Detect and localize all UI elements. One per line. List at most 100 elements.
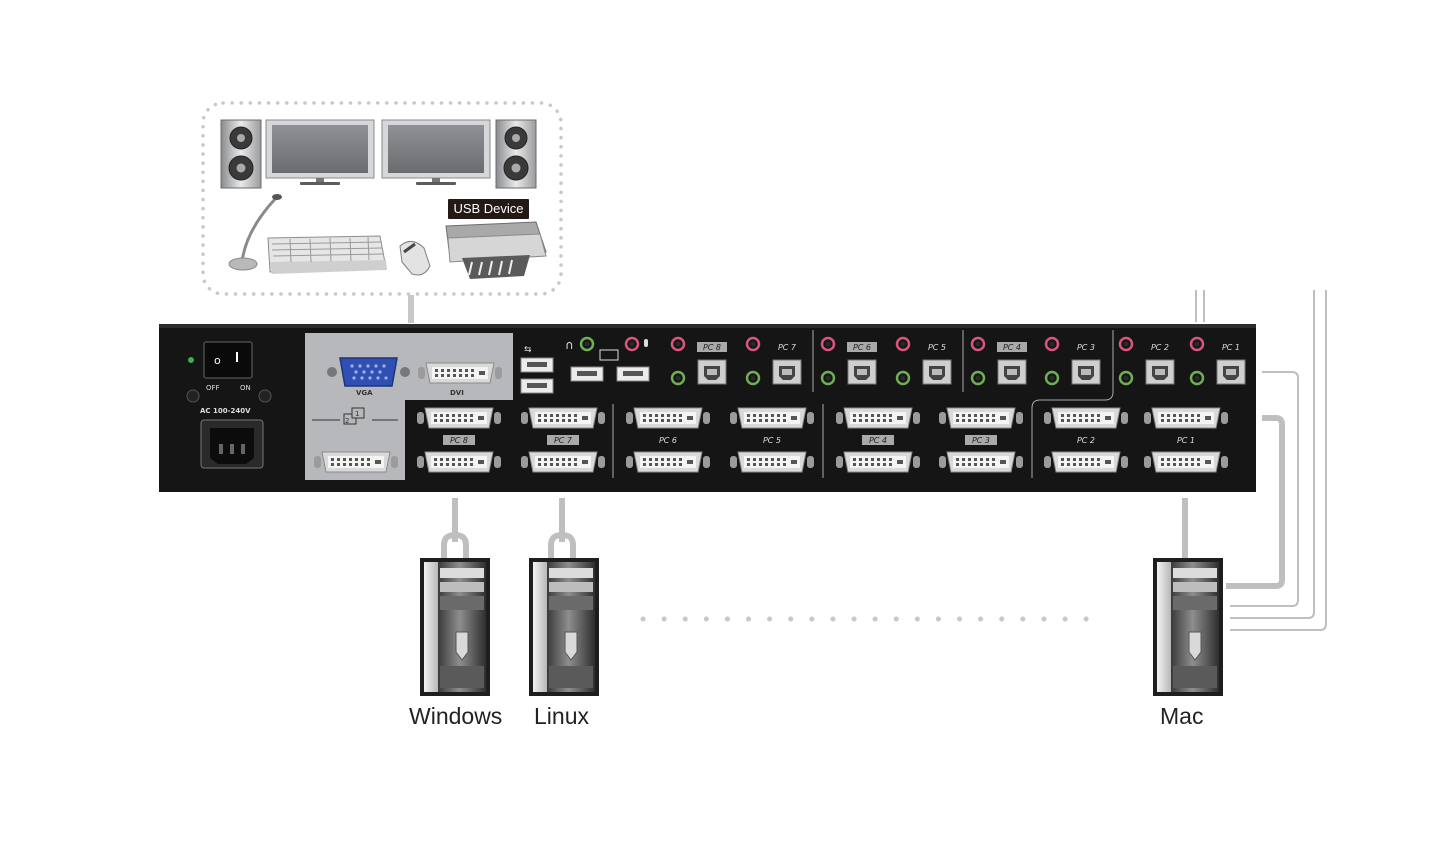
pc-dvi-port-primary[interactable] bbox=[835, 407, 921, 429]
pc-usb-b-port[interactable] bbox=[847, 359, 877, 385]
usb-symbol-icon: ⇆ bbox=[524, 345, 532, 355]
pc-port-group: PC 4 bbox=[970, 336, 1027, 386]
pc-usb-label: PC 5 bbox=[928, 343, 946, 352]
svg-text:2: 2 bbox=[345, 417, 349, 425]
pc-group-separators bbox=[612, 330, 1114, 478]
pc-usb-b-port[interactable] bbox=[1071, 359, 1101, 385]
pc-port-group: PC 1 bbox=[1189, 336, 1246, 386]
svg-text:1: 1 bbox=[355, 410, 359, 418]
windows-pc-tower-icon bbox=[419, 557, 491, 697]
pc-label-background bbox=[1145, 342, 1175, 352]
pc-dvi-port-primary[interactable] bbox=[416, 407, 502, 429]
pc-port-group: PC 5 bbox=[895, 336, 952, 386]
power-switch[interactable] bbox=[203, 341, 253, 379]
console-cable bbox=[408, 295, 414, 323]
console-dotted-frame bbox=[201, 101, 563, 296]
pc-usb-b-port[interactable] bbox=[1216, 359, 1246, 385]
pc-label-background bbox=[547, 435, 579, 445]
pc-dvi-port-secondary[interactable] bbox=[835, 451, 921, 473]
pc-port-group: PC 2 bbox=[1118, 336, 1175, 386]
power-led-icon bbox=[188, 357, 194, 363]
power-off-label: OFF bbox=[206, 384, 220, 392]
pc-port-group: PC 8 bbox=[670, 336, 727, 386]
console-devices-group bbox=[201, 101, 563, 323]
pc-dvi-port-secondary[interactable] bbox=[729, 451, 815, 473]
pc-label-background bbox=[1071, 342, 1101, 352]
pc-dvi-label: PC 3 bbox=[972, 436, 990, 445]
speaker-right-icon bbox=[495, 119, 537, 189]
pc-dvi-label: PC 2 bbox=[1077, 436, 1095, 445]
pc-dvi-port-secondary[interactable] bbox=[1143, 451, 1229, 473]
console-dvi-port[interactable] bbox=[417, 362, 503, 384]
keyboard-mouse-symbol-icon bbox=[599, 349, 619, 361]
pc-usb-label: PC 6 bbox=[853, 343, 871, 352]
vga-label: VGA bbox=[356, 389, 373, 397]
pc-dvi-port-primary[interactable] bbox=[1143, 407, 1229, 429]
kvm-rear-panel: o OFF ON AC 100-240V VGA DVI 2 bbox=[159, 324, 1256, 492]
microphone-icon bbox=[228, 194, 282, 271]
pc-dvi-label: PC 5 bbox=[763, 436, 781, 445]
speaker-left-icon bbox=[220, 119, 262, 189]
headphone-icon: ∩ bbox=[565, 338, 574, 352]
pc-label-background bbox=[922, 342, 952, 352]
pc-dvi-port-secondary[interactable] bbox=[625, 451, 711, 473]
pc-dvi-port-primary[interactable] bbox=[1043, 407, 1129, 429]
microphone-symbol-icon bbox=[644, 339, 648, 347]
pc-usb-b-port[interactable] bbox=[772, 359, 802, 385]
pc-dvi-port-primary[interactable] bbox=[938, 407, 1024, 429]
pc-usb-b-port[interactable] bbox=[697, 359, 727, 385]
pc-dvi-label: PC 8 bbox=[450, 436, 468, 445]
pc-usb-label: PC 3 bbox=[1077, 343, 1095, 352]
power-on-label: ON bbox=[240, 384, 251, 392]
console-dvi-port-2[interactable] bbox=[313, 451, 399, 473]
pc-label-background bbox=[443, 435, 475, 445]
monitor-2-icon bbox=[343, 413, 357, 425]
power-rating-label: AC 100-240V bbox=[200, 407, 251, 415]
mac-pc-tower-icon bbox=[1152, 557, 1224, 697]
host-cables bbox=[441, 290, 1327, 631]
pc-port-group: PC 7 bbox=[745, 336, 802, 386]
vga-port[interactable] bbox=[327, 357, 410, 387]
pc-usb-b-port[interactable] bbox=[922, 359, 952, 385]
keyboard-icon bbox=[267, 235, 387, 274]
ground-screw-icon bbox=[186, 389, 200, 403]
pc-dvi-port-secondary[interactable] bbox=[938, 451, 1024, 473]
pc-dvi-port-secondary[interactable] bbox=[1043, 451, 1129, 473]
pc-label-background bbox=[1216, 342, 1246, 352]
pc-port-group: PC 6 bbox=[820, 336, 877, 386]
pc-dvi-label: PC 7 bbox=[554, 436, 573, 445]
pc-label-background bbox=[862, 435, 894, 445]
pc-usb-label: PC 2 bbox=[1151, 343, 1169, 352]
printer-icon bbox=[445, 221, 547, 279]
host-label-windows: Windows bbox=[409, 703, 503, 729]
pc-usb-b-port[interactable] bbox=[997, 359, 1027, 385]
pc-audio-usb-ports: PC 8 PC 7 PC 6 PC 5 PC 4 PC 3 PC 2 PC 1 bbox=[670, 336, 1246, 386]
pc-dvi-label: PC 1 bbox=[1177, 436, 1195, 445]
pc-dvi-port-primary[interactable] bbox=[625, 407, 711, 429]
dvi-label: DVI bbox=[450, 389, 464, 397]
pc-label-background bbox=[697, 342, 727, 352]
svg-text:o: o bbox=[214, 354, 221, 367]
pc-port-group: PC 3 bbox=[1044, 336, 1101, 386]
pc-dvi-label: PC 6 bbox=[659, 436, 677, 445]
pc-dvi-port-primary[interactable] bbox=[729, 407, 815, 429]
host-label-linux: Linux bbox=[534, 703, 589, 729]
linux-pc-tower-icon bbox=[528, 557, 600, 697]
pc-label-background bbox=[997, 342, 1027, 352]
pc-usb-b-port[interactable] bbox=[1145, 359, 1175, 385]
pc-dvi-port-secondary[interactable] bbox=[520, 451, 606, 473]
pc-dvi-port-secondary[interactable] bbox=[416, 451, 502, 473]
monitor-left-icon bbox=[265, 119, 375, 186]
pc-dvi-port-primary[interactable] bbox=[520, 407, 606, 429]
pc-label-background bbox=[772, 342, 802, 352]
pc-usb-label: PC 4 bbox=[1003, 343, 1021, 352]
pc-label-background bbox=[965, 435, 997, 445]
monitor-1-icon bbox=[351, 407, 365, 419]
pc-usb-label: PC 8 bbox=[703, 343, 721, 352]
pc-usb-label: PC 1 bbox=[1222, 343, 1240, 352]
pc-label-background bbox=[847, 342, 877, 352]
pc-usb-label: PC 7 bbox=[778, 343, 797, 352]
host-label-mac: Mac bbox=[1160, 703, 1204, 729]
